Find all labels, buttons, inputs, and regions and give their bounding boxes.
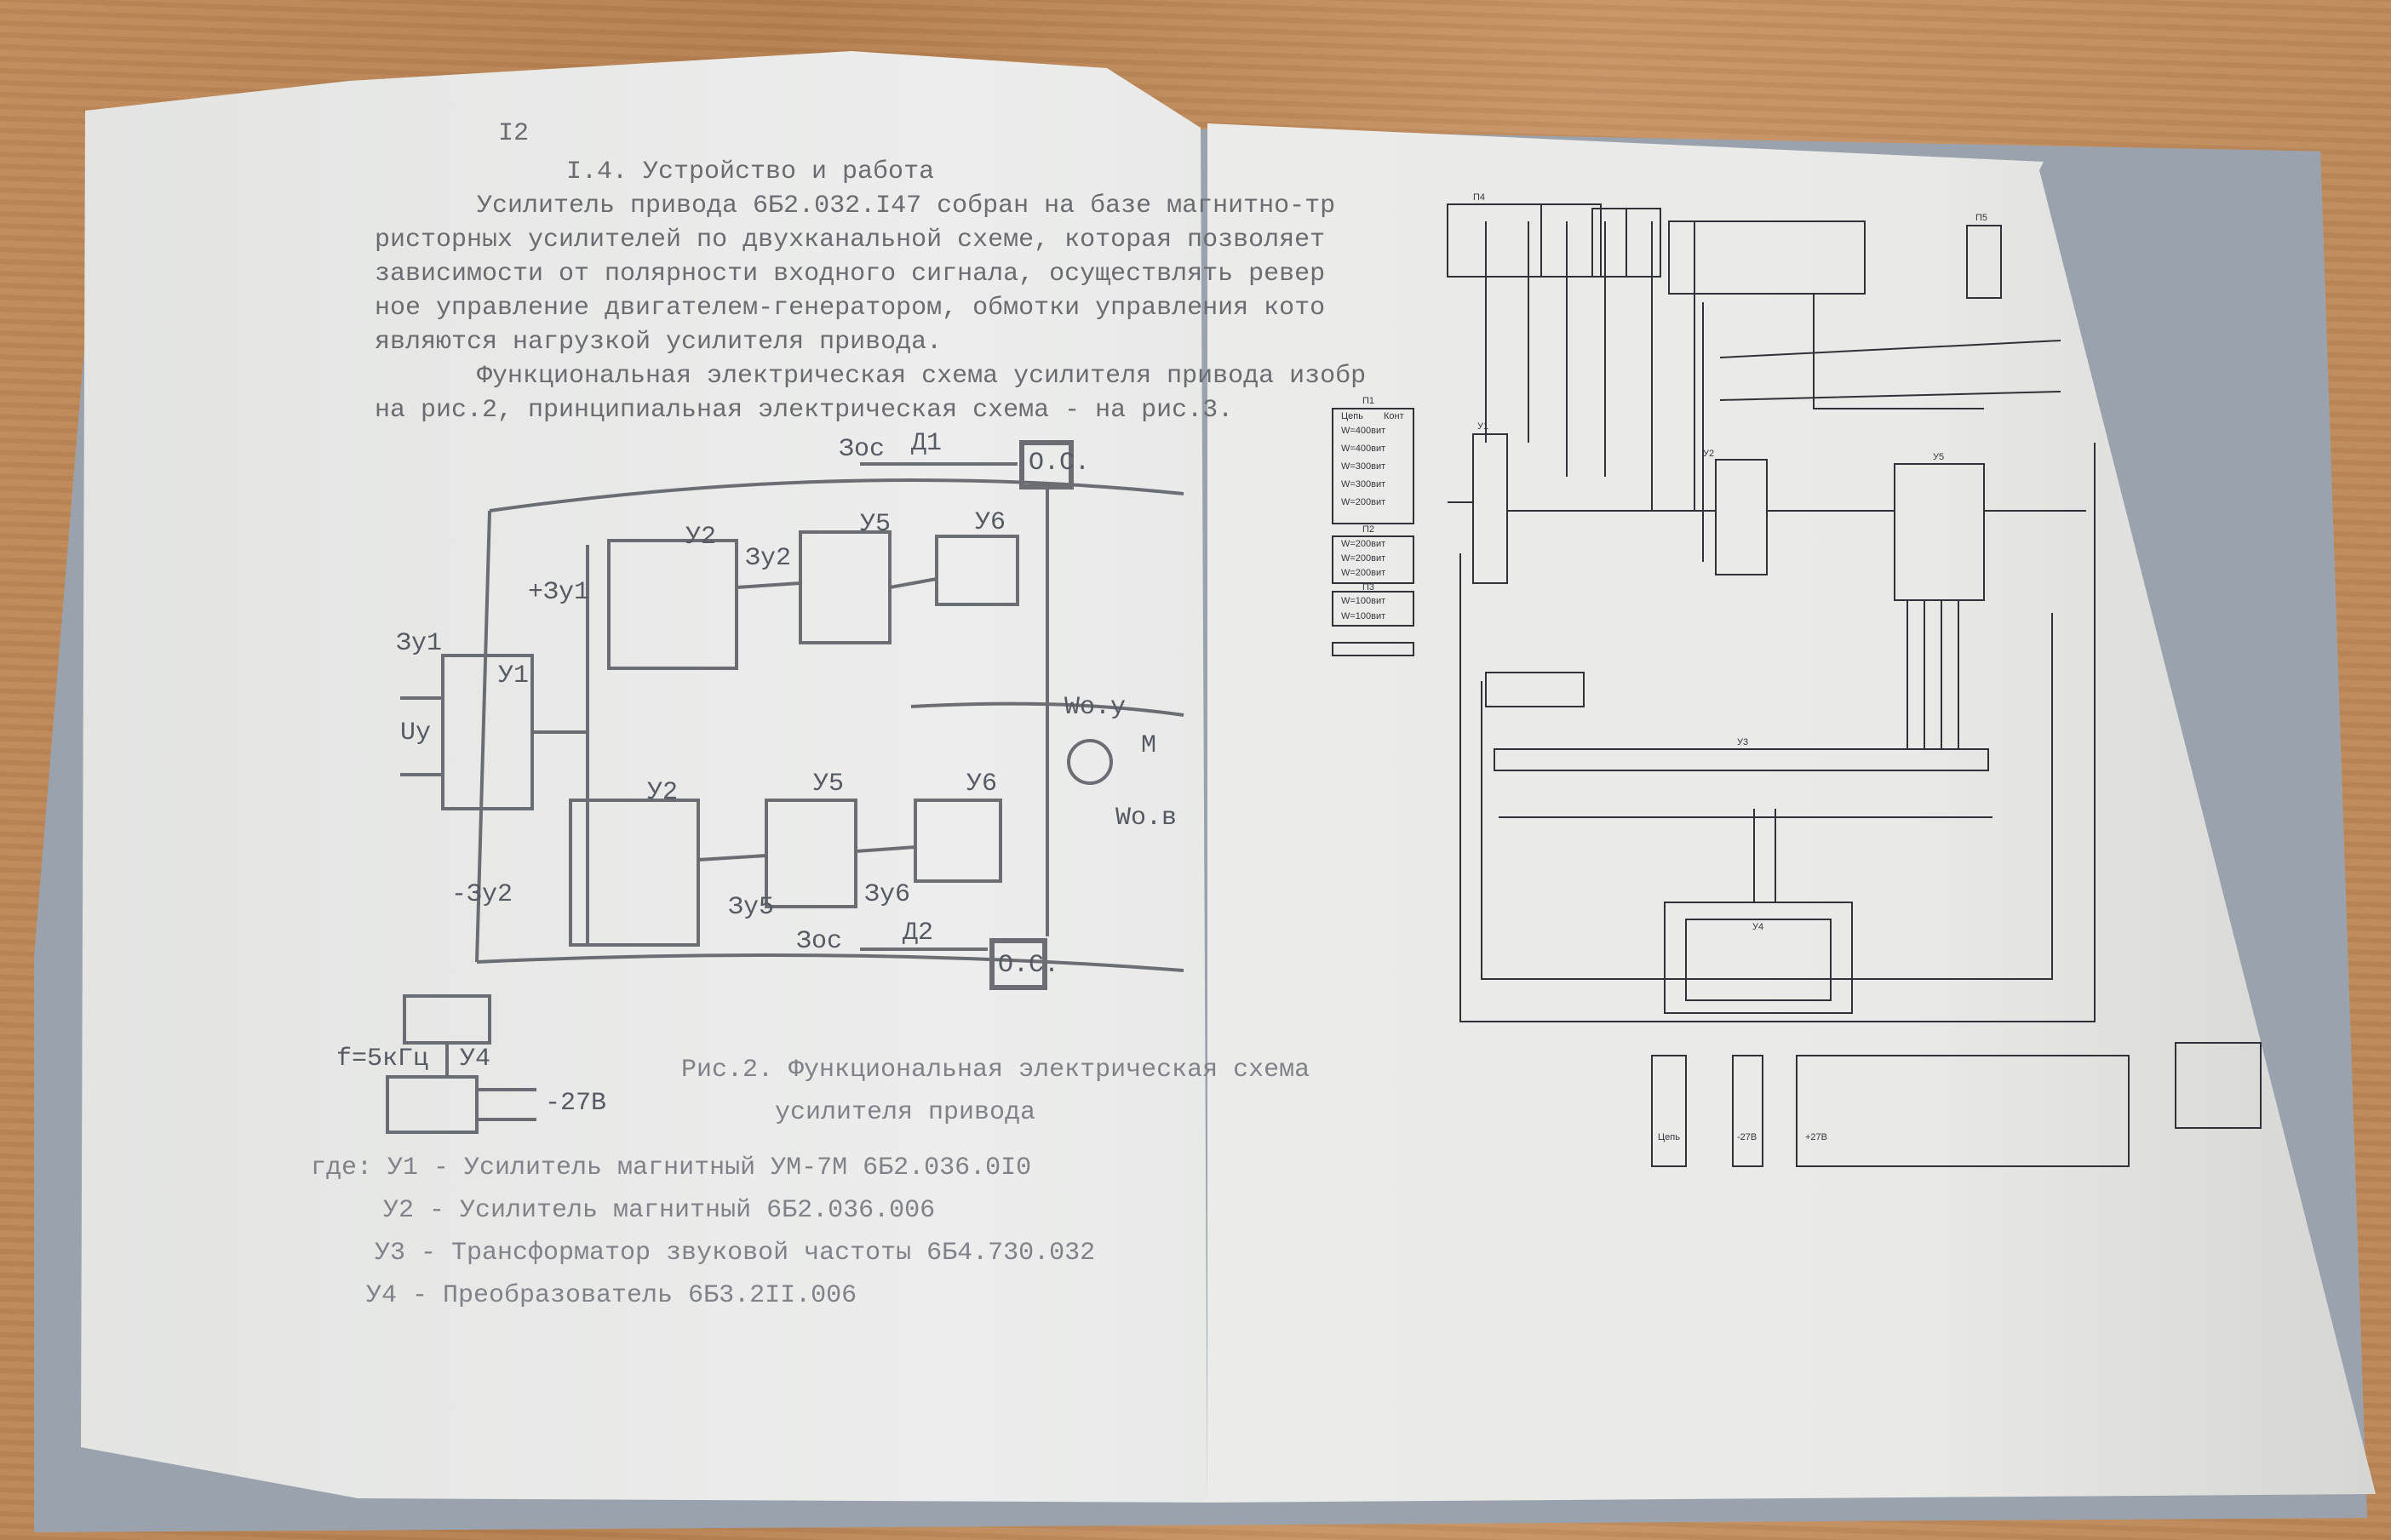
label-supply: -27В (545, 1089, 607, 1118)
label-u2-bottom: У2 (647, 778, 679, 807)
label-u6-top: У6 (975, 508, 1006, 537)
label-iy1-plus: +Зу1 (528, 578, 590, 607)
connector-label: П2 (1362, 524, 1375, 535)
bottom-label: Цепь (1658, 1132, 1680, 1142)
table-header-circuit: Цепь (1341, 411, 1363, 421)
label-ios-top: Зос (839, 435, 886, 464)
label-u1: У1 (498, 661, 530, 690)
paragraph-line: зависимости от полярности входного сигна… (375, 260, 1326, 289)
paragraph-line: ное управление двигателем-генератором, о… (375, 294, 1326, 323)
legend-item: где: У1 - Усилитель магнитный УМ-7М 6Б2.… (311, 1154, 1032, 1182)
label-d1: Д1 (911, 429, 943, 458)
paragraph-line: являются нагрузкой усилителя привода. (375, 328, 943, 357)
unit-label: У4 (1752, 922, 1764, 932)
label-iy2: Зу2 (745, 544, 792, 573)
paragraph-line: на рис.2, принципиальная электрическая с… (375, 396, 1234, 425)
label-u5-top: У5 (860, 510, 892, 539)
section-heading: I.4. Устройство и работа (566, 157, 935, 186)
connector-label: П3 (1362, 582, 1375, 593)
connector-label: П1 (1362, 396, 1375, 406)
label-iy5: Зу5 (728, 893, 775, 922)
label-frequency: f=5кГц (336, 1045, 429, 1073)
unit-label: У1 (1477, 421, 1489, 432)
figure-caption: Рис.2. Функциональная электрическая схем… (681, 1056, 1310, 1085)
paragraph-line: Функциональная электрическая схема усили… (477, 362, 1367, 391)
label-ios-bottom: Зос (796, 927, 843, 956)
unit-label: У3 (1737, 737, 1749, 747)
legend-item: У3 - Трансформатор звуковой частоты 6Б4.… (375, 1239, 1096, 1268)
input-label: W=300вит (1341, 461, 1386, 472)
label-u4: У4 (460, 1045, 491, 1073)
label-uy: Uу (400, 718, 432, 747)
label-w-ov: Wо.в (1115, 804, 1178, 833)
label-d2: Д2 (903, 919, 934, 947)
input-label: W=400вит (1341, 444, 1386, 454)
input-label: W=200вит (1341, 568, 1386, 578)
bottom-label: +27В (1805, 1132, 1827, 1142)
bottom-label: -27В (1737, 1132, 1757, 1142)
input-label: W=100вит (1341, 611, 1386, 621)
label-iy1: Зу1 (396, 629, 443, 658)
label-u2-top: У2 (685, 523, 717, 552)
input-label: W=100вит (1341, 596, 1386, 606)
label-iy2-minus: -Зу2 (451, 880, 513, 909)
input-label: W=300вит (1341, 479, 1386, 489)
label-u5-bottom: У5 (813, 770, 845, 799)
input-label: W=200вит (1341, 497, 1386, 507)
paragraph-line: ристорных усилителей по двухканальной сх… (375, 226, 1326, 255)
unit-label: У5 (1933, 452, 1945, 462)
input-label: W=200вит (1341, 539, 1386, 549)
unit-label: У2 (1703, 449, 1715, 459)
table-header-contact: Конт (1384, 411, 1404, 421)
connector-label: П5 (1975, 213, 1988, 223)
input-label: W=200вит (1341, 553, 1386, 564)
input-label: W=400вит (1341, 426, 1386, 436)
label-motor: М (1141, 731, 1157, 760)
label-u6-bottom: У6 (966, 770, 998, 799)
paragraph-line: Усилитель привода 6Б2.032.I47 собран на … (477, 192, 1336, 220)
page-number: I2 (498, 119, 530, 148)
label-os-top: О.С. (1029, 449, 1091, 478)
figure-caption: усилителя привода (775, 1098, 1036, 1127)
legend-item: У4 - Преобразователь 6Б3.2II.006 (366, 1281, 857, 1310)
label-w-ou: Wо.у (1064, 693, 1127, 722)
connector-label: П4 (1473, 192, 1486, 203)
label-os-bottom: О.С. (998, 951, 1060, 980)
label-iy6: Зу6 (864, 880, 911, 909)
legend-item: У2 - Усилитель магнитный 6Б2.036.006 (383, 1196, 936, 1225)
